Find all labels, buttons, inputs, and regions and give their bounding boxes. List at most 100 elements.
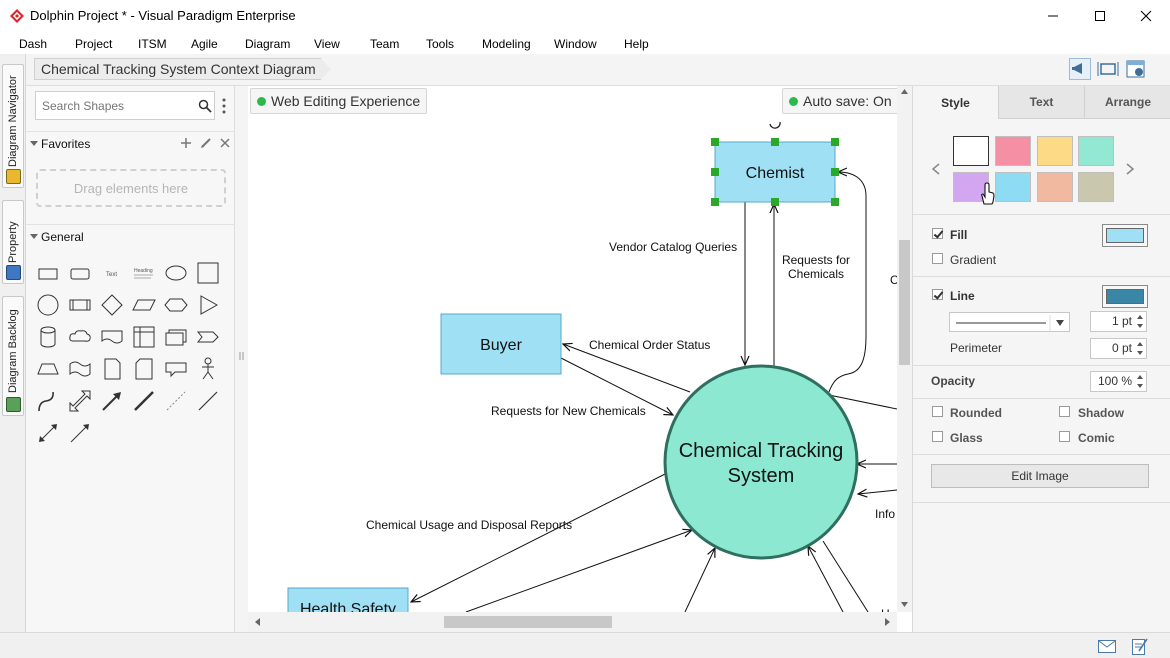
clear-icon[interactable]	[219, 137, 231, 152]
swatch-peach[interactable]	[1037, 172, 1073, 202]
layout-icon[interactable]	[1125, 58, 1147, 80]
arrow-shape-icon[interactable]	[99, 388, 125, 414]
menu-agile[interactable]: Agile	[191, 37, 218, 51]
breadcrumb[interactable]: Chemical Tracking System Context Diagram	[34, 58, 331, 80]
fill-checkbox[interactable]	[932, 228, 943, 239]
callout-shape-icon[interactable]	[163, 356, 189, 382]
menu-window[interactable]: Window	[554, 37, 597, 51]
swatch-prev-icon[interactable]	[931, 162, 941, 179]
hexagon-shape-icon[interactable]	[163, 292, 189, 318]
bidirectional-connector-icon[interactable]	[35, 420, 61, 446]
tab-property[interactable]: Property	[2, 200, 24, 284]
curve-connector-icon[interactable]	[35, 388, 61, 414]
process-shape-icon[interactable]	[67, 292, 93, 318]
notes-icon[interactable]	[1132, 637, 1148, 658]
tab-diagram-navigator[interactable]: Diagram Navigator	[2, 64, 24, 188]
menu-modeling[interactable]: Modeling	[482, 37, 531, 51]
search-icon[interactable]	[198, 99, 212, 113]
menu-help[interactable]: Help	[624, 37, 649, 51]
flow-right-out[interactable]	[828, 394, 897, 410]
edit-icon[interactable]	[200, 137, 212, 152]
swatch-lavender[interactable]	[953, 172, 989, 202]
edit-image-button[interactable]: Edit Image	[931, 464, 1149, 488]
rotate-handle-icon[interactable]	[769, 121, 781, 129]
cloud-shape-icon[interactable]	[67, 324, 93, 350]
swatch-olive[interactable]	[1078, 172, 1114, 202]
flow-order-status[interactable]	[563, 344, 691, 393]
flow-usage-reports[interactable]	[411, 469, 674, 602]
line-width-spinner[interactable]: 1 pt	[1090, 311, 1147, 332]
selection-handles[interactable]	[711, 138, 839, 206]
autosave-badge[interactable]: Auto save: On	[782, 88, 899, 114]
shadow-checkbox[interactable]	[1059, 406, 1070, 417]
flow-from-system-bottom-right[interactable]	[822, 540, 869, 612]
perimeter-spinner[interactable]: 0 pt	[1090, 338, 1147, 359]
palette-menu-icon[interactable]	[222, 98, 226, 114]
diamond-shape-icon[interactable]	[99, 292, 125, 318]
swatch-pink[interactable]	[995, 136, 1031, 166]
rounded-rect-shape-icon[interactable]	[67, 260, 93, 286]
entity-health-safety[interactable]	[287, 587, 409, 612]
flow-to-system-bottom-left[interactable]	[465, 530, 692, 612]
maximize-icon[interactable]	[1077, 0, 1123, 32]
flow-curved-to-chemist[interactable]	[828, 172, 867, 393]
web-editing-badge[interactable]: Web Editing Experience	[250, 88, 428, 114]
wave-shape-icon[interactable]	[67, 356, 93, 382]
circle-shape-icon[interactable]	[35, 292, 61, 318]
line-icon[interactable]	[195, 388, 221, 414]
general-section-header[interactable]: General	[26, 224, 235, 248]
tab-style[interactable]: Style	[913, 86, 999, 119]
mail-icon[interactable]	[1098, 640, 1116, 656]
square-shape-icon[interactable]	[195, 260, 221, 286]
favorites-section-header[interactable]: Favorites	[26, 131, 235, 155]
menu-tools[interactable]: Tools	[426, 37, 455, 51]
actor-shape-icon[interactable]	[195, 356, 221, 382]
flow-to-system-bottom[interactable]	[684, 548, 715, 612]
vertical-scrollbar[interactable]	[897, 86, 912, 612]
minimize-icon[interactable]	[1030, 0, 1076, 32]
step-shape-icon[interactable]	[195, 324, 221, 350]
menu-dash[interactable]: Dash	[19, 37, 48, 51]
process-chemical-tracking-system[interactable]	[663, 364, 859, 560]
trapezoid-shape-icon[interactable]	[35, 356, 61, 382]
favorites-drop-zone[interactable]: Drag elements here	[36, 169, 226, 207]
connector-icon[interactable]	[67, 420, 93, 446]
swatch-next-icon[interactable]	[1125, 162, 1135, 179]
flow-to-system-bottom-right[interactable]	[808, 546, 844, 612]
menu-team[interactable]: Team	[370, 37, 400, 51]
cylinder-shape-icon[interactable]	[35, 324, 61, 350]
thick-line-icon[interactable]	[131, 388, 157, 414]
fill-color-button[interactable]	[1102, 224, 1148, 247]
dashed-line-icon[interactable]	[163, 388, 189, 414]
tab-text[interactable]: Text	[999, 86, 1085, 119]
diagram-canvas[interactable]: Chemical Tracking System Chemist Buyer H…	[248, 86, 912, 632]
rectangle-shape-icon[interactable]	[35, 260, 61, 286]
swatch-sky[interactable]	[995, 172, 1031, 202]
tab-arrange[interactable]: Arrange	[1085, 86, 1170, 119]
gradient-checkbox[interactable]	[932, 253, 943, 264]
flow-new-chemicals[interactable]	[560, 357, 673, 415]
triangle-shape-icon[interactable]	[195, 292, 221, 318]
swatch-yellow[interactable]	[1037, 136, 1073, 166]
multi-document-shape-icon[interactable]	[163, 324, 189, 350]
line-color-button[interactable]	[1102, 285, 1148, 308]
text-shape-icon[interactable]: Text	[99, 260, 125, 286]
parallelogram-shape-icon[interactable]	[131, 292, 157, 318]
flow-right-in-2[interactable]	[858, 490, 897, 494]
comic-checkbox[interactable]	[1059, 431, 1070, 442]
announcement-icon[interactable]	[1069, 58, 1091, 80]
entity-buyer[interactable]	[440, 313, 562, 375]
card-shape-icon[interactable]	[131, 356, 157, 382]
menu-itsm[interactable]: ITSM	[138, 37, 167, 51]
menu-diagram[interactable]: Diagram	[245, 37, 291, 51]
opacity-spinner[interactable]: 100 %	[1090, 371, 1147, 392]
glass-checkbox[interactable]	[932, 431, 943, 442]
note-shape-icon[interactable]	[99, 356, 125, 382]
tab-diagram-backlog[interactable]: Diagram Backlog	[2, 296, 24, 416]
heading-shape-icon[interactable]: Heading	[131, 260, 157, 286]
swatch-white[interactable]	[953, 136, 989, 166]
horizontal-scrollbar[interactable]	[248, 612, 897, 632]
swatch-mint[interactable]	[1078, 136, 1114, 166]
search-shapes-input[interactable]	[36, 92, 190, 119]
line-checkbox[interactable]	[932, 289, 943, 300]
